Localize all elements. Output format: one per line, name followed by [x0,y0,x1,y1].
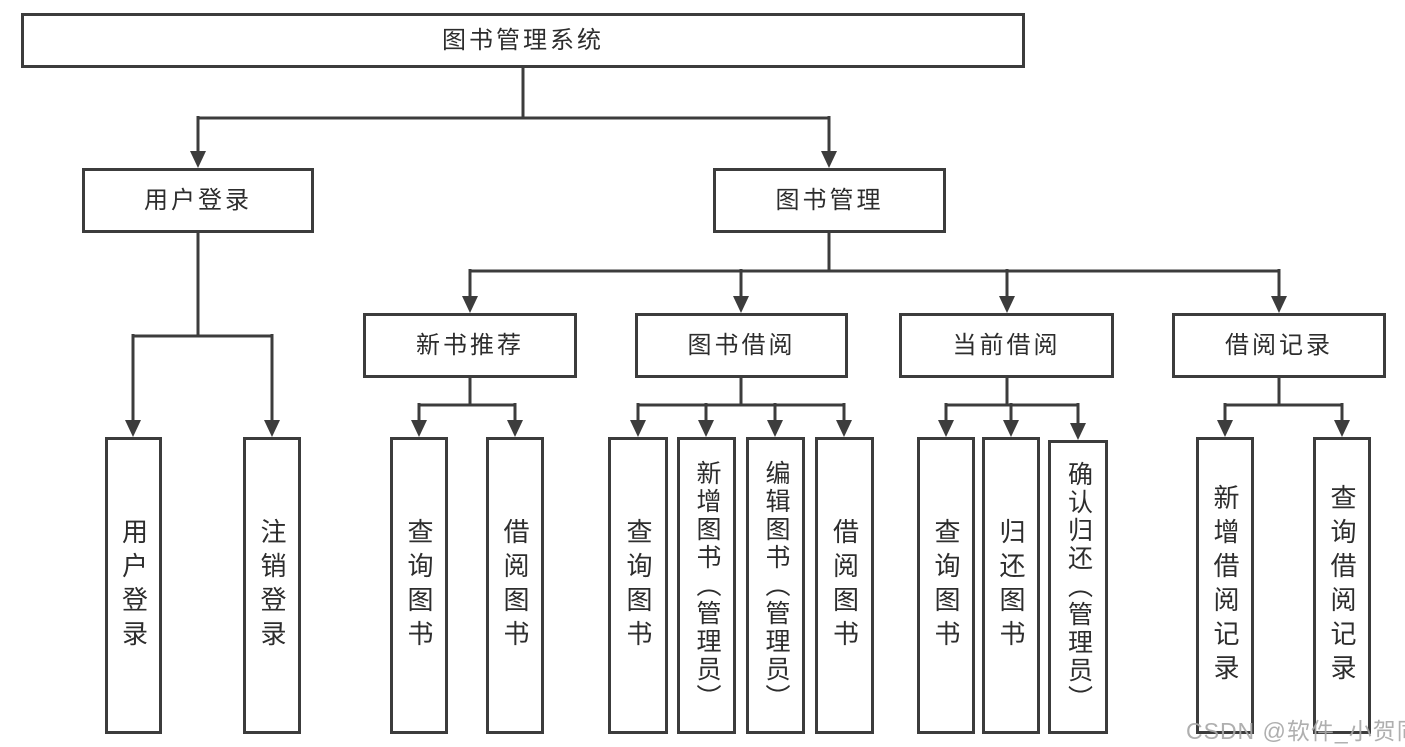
leaf-user-login-label: 用户登录 [118,517,149,654]
node-book-management-label: 图书管理 [775,186,884,214]
leaf-return-book-label: 归还图书 [996,517,1026,654]
node-current-borrow-label: 当前借阅 [952,331,1061,359]
node-book-borrow: 图书借阅 [635,313,848,378]
leaf-search-borrow-record-label: 查询借阅记录 [1327,483,1357,688]
leaf-search-books-recommend: 查询图书 [390,437,448,734]
leaf-search-books-borrow-label: 查询图书 [623,517,653,654]
leaf-search-books-current: 查询图书 [917,437,975,734]
node-new-book-recommendation: 新书推荐 [363,313,577,378]
node-book-borrow-label: 图书借阅 [687,331,796,359]
node-user-login: 用户登录 [82,168,314,233]
leaf-confirm-return-admin: 确认归还（管理员） [1048,440,1108,734]
leaf-logout-label: 注销登录 [257,517,287,654]
node-user-login-label: 用户登录 [144,186,252,214]
node-root: 图书管理系统 [21,13,1025,68]
leaf-search-books-recommend-label: 查询图书 [404,517,434,654]
leaf-user-login: 用户登录 [105,437,162,734]
node-borrow-records: 借阅记录 [1172,313,1386,378]
node-book-management: 图书管理 [713,168,946,233]
leaf-add-borrow-record: 新增借阅记录 [1196,437,1254,734]
node-new-book-recommendation-label: 新书推荐 [416,331,524,359]
leaf-edit-book-admin: 编辑图书（管理员） [746,437,805,734]
leaf-return-book: 归还图书 [982,437,1040,734]
leaf-add-borrow-record-label: 新增借阅记录 [1210,483,1240,688]
leaf-search-borrow-record: 查询借阅记录 [1313,437,1371,734]
leaf-confirm-return-admin-label: 确认归还（管理员） [1064,461,1093,713]
leaf-search-books-borrow: 查询图书 [608,437,668,734]
node-borrow-records-label: 借阅记录 [1225,331,1333,359]
node-current-borrow: 当前借阅 [899,313,1114,378]
leaf-borrow-books-label: 借阅图书 [829,517,860,654]
leaf-borrow-books: 借阅图书 [815,437,874,734]
node-root-label: 图书管理系统 [442,26,604,54]
leaf-add-book-admin-label: 新增图书（管理员） [693,459,721,712]
leaf-borrow-books-recommend-label: 借阅图书 [500,517,530,654]
csdn-watermark: CSDN @软件_小贺同学 [1186,718,1405,744]
leaf-borrow-books-recommend: 借阅图书 [486,437,544,734]
leaf-search-books-current-label: 查询图书 [931,517,961,654]
leaf-edit-book-admin-label: 编辑图书（管理员） [762,459,790,712]
leaf-logout: 注销登录 [243,437,301,734]
leaf-add-book-admin: 新增图书（管理员） [677,437,736,734]
